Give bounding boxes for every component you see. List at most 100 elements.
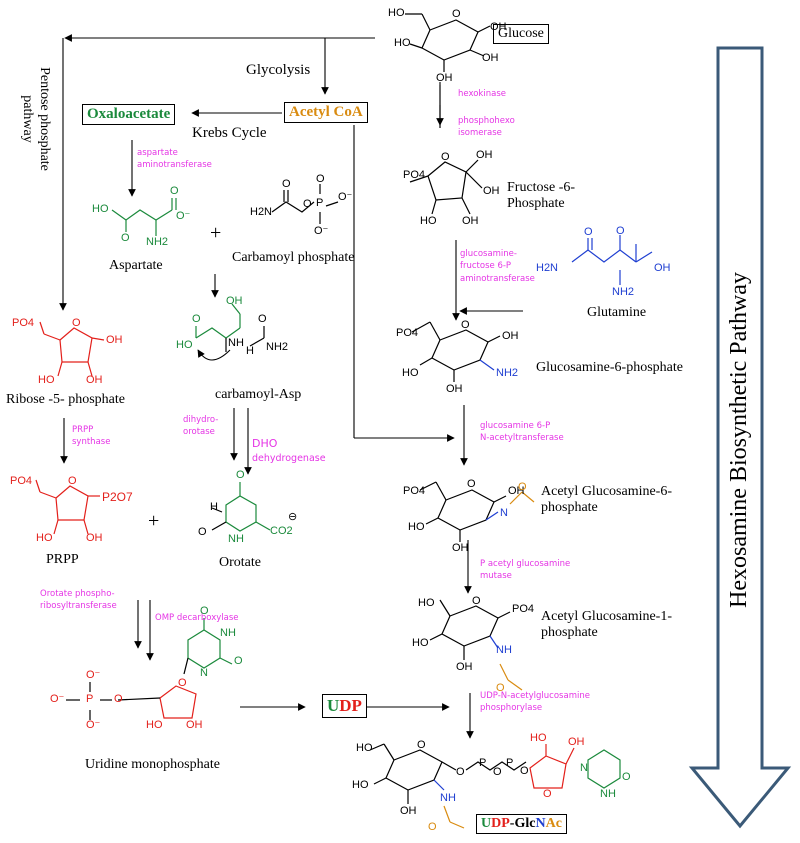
udp-glcnac-dp: DP (491, 816, 510, 831)
glucose-box: Glucose (493, 24, 549, 44)
enzyme-aspartate-aminotransferase: aspartate aminotransferase (137, 147, 212, 172)
atom-prpp-po4: PO4 (10, 475, 33, 487)
atom-casp-ho: HO (176, 339, 193, 351)
atom-oro-minus: ⊖ (288, 511, 298, 523)
enzyme-dho-dehydrogenase: DHO dehydrogenase (252, 436, 326, 466)
atom-gln-o1: O (584, 226, 593, 238)
atom-ump-ho: HO (146, 719, 163, 731)
udp-glcnac-ac: Ac (545, 816, 562, 831)
enzyme-dhodh-line2: dehydrogenase (252, 452, 326, 464)
atom-casp-o1: O (192, 313, 201, 325)
acetylglcn6p-structure (419, 481, 535, 542)
atom-ag6p-po4: PO4 (403, 485, 426, 497)
prpp-structure (35, 479, 100, 535)
acetylglcn6p-label: Acetyl Glucosamine-6- phosphate (541, 484, 672, 516)
carbamoyl-phosphate-label: Carbamoyl phosphate (232, 250, 355, 265)
udp-dp: DP (339, 696, 362, 715)
atom-cp-o3: O (316, 173, 325, 185)
atom-f6p-po4: PO4 (403, 169, 426, 181)
atom-f6p-o: O (441, 151, 450, 163)
enzyme-oprt-line1: Orotate phospho- (40, 589, 115, 599)
atom-ug-o-ring2: O (543, 788, 552, 800)
atom-ag1p-nh: NH (496, 644, 512, 656)
atom-ag6p-oh1: OH (508, 485, 525, 497)
flow-arrows (59, 34, 523, 739)
atom-casp-o2: O (258, 313, 267, 325)
atom-ump-oh: OH (186, 719, 203, 731)
enzyme-dhodh-line1: DHO (252, 437, 278, 450)
acetylglcn6p-line1: Acetyl Glucosamine-6- (541, 484, 673, 499)
atom-f6p-ho: HO (420, 215, 437, 227)
atom-cp-o1: O (282, 178, 291, 190)
carbamoyl-phosphate-structure (271, 184, 339, 224)
atom-ug-nh: NH (600, 788, 616, 800)
atom-ug-n: N (580, 762, 588, 774)
enzyme-oprt: Orotate phospho- ribosyltransferase (40, 588, 117, 613)
atom-glucose-oh-mid: OH (482, 52, 499, 64)
aspartate-structure (111, 198, 177, 236)
atom-ump-ominus2: O⁻ (50, 693, 65, 705)
atom-ug-ho-top: HO (356, 742, 373, 754)
atom-ag1p-po4: PO4 (512, 603, 535, 615)
atom-ug-oh: OH (400, 805, 417, 817)
atom-gln-h2n: H2N (536, 262, 559, 274)
fructose6p-line1: Fructose -6- (507, 180, 576, 195)
atom-asp-ho: HO (92, 203, 109, 215)
ump-structure (66, 618, 233, 720)
atom-f6p-oh2: OH (483, 185, 500, 197)
atom-gln-oh: OH (654, 262, 671, 274)
atom-casp-nh: NH (228, 337, 244, 349)
atom-prpp-o: O (68, 475, 77, 487)
pentose-phosphate-label: Pentose phosphate pathway (18, 44, 52, 194)
atom-casp-oh: OH (226, 295, 243, 307)
enzyme-gna-line2: N-acetyltransferase (480, 433, 564, 444)
enzyme-pgm: P acetyl glucosamine mutase (480, 558, 570, 583)
aspartate-label: Aspartate (109, 258, 163, 273)
acetylglcn1p-line1: Acetyl Glucosamine-1- (541, 609, 673, 624)
orotate-structure (211, 482, 271, 532)
glutamine-structure (571, 235, 653, 285)
udp-box: UDP (322, 694, 367, 718)
atom-ag6p-ho: HO (408, 521, 425, 533)
fructose6p-label: Fructose -6- Phosphate (507, 180, 575, 212)
atom-cp-h2n: H2N (250, 206, 273, 218)
atom-ump-n: N (200, 667, 208, 679)
enzyme-gfat: glucosamine- fructose 6-P aminotransfera… (460, 248, 535, 285)
atom-ug-o-acetyl: O (428, 821, 437, 833)
atom-ug-o-ring: O (417, 739, 426, 751)
atom-asp-o1: O (121, 232, 130, 244)
glucose-structure (405, 13, 491, 72)
udp-glcnac-n: N (535, 816, 546, 831)
atom-ump-o-right: O (234, 655, 243, 667)
atom-ag1p-o-acetyl: O (496, 682, 505, 694)
atom-r5p-po4: PO4 (12, 317, 35, 329)
oxaloacetate-label: Oxaloacetate (87, 106, 171, 122)
fructose6p-line2: Phosphate (507, 196, 565, 212)
enzyme-uap-line2: phosphorylase (480, 703, 543, 714)
atom-oro-co2: CO2 (270, 525, 293, 537)
glucosamine6p-label: Glucosamine-6-phosphate (536, 360, 683, 375)
atom-ag6p-ho-acetyl: O (518, 481, 527, 493)
atom-cp-p: P (316, 197, 324, 209)
enzyme-dihydroorotase: dihydro- orotase (183, 414, 218, 439)
atom-ump-ominus3: O⁻ (86, 719, 101, 731)
atom-oro-o1: O (236, 469, 245, 481)
atom-cp-o2: O (303, 198, 312, 210)
atom-ump-o-p: O (114, 693, 123, 705)
enzyme-gna: glucosamine 6-P N-acetyltransferase (480, 420, 564, 445)
atom-r5p-ho: HO (38, 374, 55, 386)
enzyme-prps-line1: PRPP (72, 425, 94, 435)
enzyme-uap: UDP-N-acetylglucosamine phosphorylase (480, 690, 590, 715)
plus-sign-aspartate: + (210, 222, 222, 244)
atom-ug-nh: NH (440, 792, 456, 804)
atom-casp-h: H (246, 345, 254, 357)
atom-g6p-oh2: OH (446, 383, 463, 395)
atom-asp-ominus: O⁻ (176, 210, 191, 222)
atom-glucose-ho-left: HO (394, 37, 411, 49)
oxaloacetate-box: Oxaloacetate (82, 104, 176, 125)
udp-glcnac-dash: - (509, 816, 515, 831)
atom-asp-nh2: NH2 (146, 236, 169, 248)
udp-glcnac-u: U (481, 816, 492, 831)
atom-ag6p-n: N (500, 507, 508, 519)
